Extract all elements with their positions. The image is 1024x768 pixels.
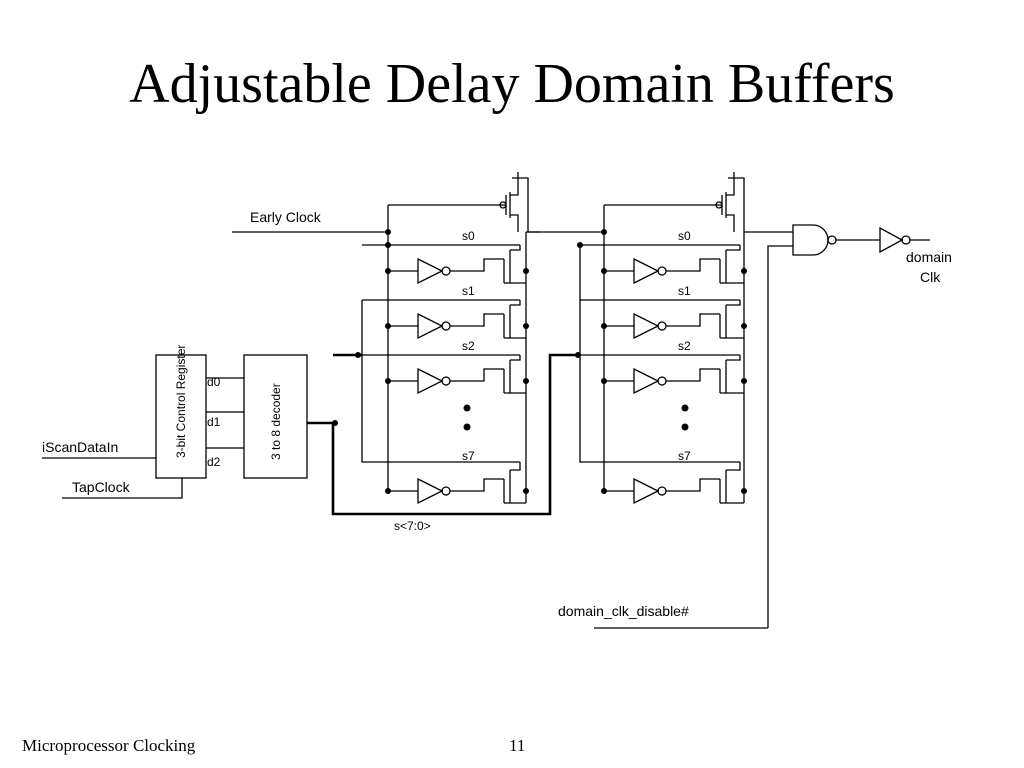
- nand-gate: [744, 224, 880, 628]
- stage1-select-s1: s1: [462, 284, 475, 298]
- delay-stage-1: [361, 172, 540, 505]
- stage1-select-lines: [362, 244, 520, 356]
- control-register: 3-bit Control Register: [155, 345, 207, 479]
- stage2-select-s7: s7: [678, 449, 691, 463]
- stage2-select-s1: s1: [678, 284, 691, 298]
- register-output-d1: d1: [207, 415, 221, 429]
- output-label-domain: domain: [906, 249, 952, 265]
- stage1-select-rail: [361, 300, 520, 463]
- stage1-select-s7: s7: [462, 449, 475, 463]
- early-clock-label: Early Clock: [250, 209, 322, 225]
- register-to-decoder-wires: [206, 377, 244, 449]
- stage1-select-s2: s2: [462, 339, 475, 353]
- stage2-select-rail: [579, 245, 740, 463]
- tap-clock-wire: [62, 478, 183, 499]
- stage2-select-s0: s0: [678, 229, 691, 243]
- disable-signal-label: domain_clk_disable#: [558, 603, 689, 619]
- output-buffer: [879, 226, 930, 254]
- scan-data-in-label: iScanDataIn: [42, 439, 118, 455]
- tap-clock-label: TapClock: [72, 479, 131, 495]
- control-register-label: 3-bit Control Register: [174, 345, 188, 458]
- stage2-select-s2: s2: [678, 339, 691, 353]
- slide-title: Adjustable Delay Domain Buffers: [129, 53, 895, 115]
- footer-text: Microprocessor Clocking: [22, 736, 196, 755]
- select-bus-label: s<7:0>: [394, 519, 431, 533]
- page-number: 11: [509, 736, 526, 755]
- output-label-clk: Clk: [920, 269, 941, 285]
- delay-stage-2: [577, 172, 747, 505]
- decoder: 3 to 8 decoder: [243, 354, 308, 479]
- select-bus: [307, 353, 580, 516]
- register-output-d0: d0: [207, 375, 221, 389]
- stage1-select-s0: s0: [462, 229, 475, 243]
- decoder-label: 3 to 8 decoder: [269, 383, 283, 460]
- register-output-d2: d2: [207, 455, 221, 469]
